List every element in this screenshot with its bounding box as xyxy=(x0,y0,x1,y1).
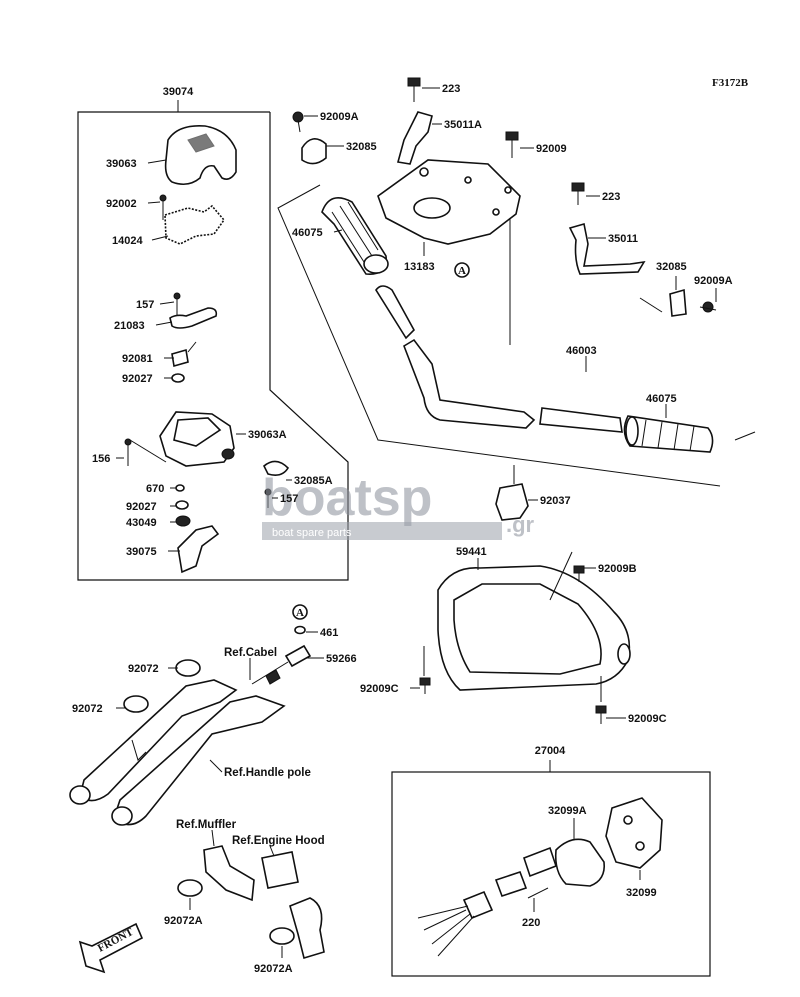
label-220: 220 xyxy=(522,917,540,929)
cover-32099A xyxy=(554,838,606,887)
label-157-a: 157 xyxy=(136,299,154,311)
watermark: boatsp .gr boat spare parts xyxy=(262,469,535,540)
label-32085A: 32085A xyxy=(294,475,333,487)
label-223-b: 223 xyxy=(602,191,620,203)
marker-a-1: A xyxy=(458,265,466,277)
label-39074: 39074 xyxy=(163,86,194,98)
plate-13183 xyxy=(377,159,521,245)
label-92009A-a: 92009A xyxy=(320,111,359,123)
label-157-b: 157 xyxy=(280,493,298,505)
bracket-21083 xyxy=(169,307,218,329)
handle-pole xyxy=(69,679,286,826)
label-461: 461 xyxy=(320,627,338,639)
label-59266: 59266 xyxy=(326,653,357,665)
cover-39063 xyxy=(164,124,237,186)
label-92009C-a: 92009C xyxy=(360,683,399,695)
label-92009B: 92009B xyxy=(598,563,637,575)
cover-59441 xyxy=(437,551,631,691)
label-92072A-a: 92072A xyxy=(164,915,203,927)
front-arrow: FRONT xyxy=(78,922,144,974)
label-43049: 43049 xyxy=(126,517,157,529)
handlebar-46003 xyxy=(375,285,623,433)
label-46003: 46003 xyxy=(566,345,597,357)
label-35011: 35011 xyxy=(608,233,638,245)
ref-muffler: Ref.Muffler xyxy=(176,819,237,831)
label-92009C-b: 92009C xyxy=(628,713,667,725)
label-21083: 21083 xyxy=(114,320,145,332)
label-92081: 92081 xyxy=(122,353,153,365)
label-92027-b: 92027 xyxy=(126,501,157,513)
label-156: 156 xyxy=(92,453,110,465)
bracket-35011A xyxy=(396,111,433,165)
part-labels: F3172B 39074 39063 92002 14024 157 21083… xyxy=(72,77,749,975)
watermark-suffix: .gr xyxy=(506,512,535,537)
label-27004: 27004 xyxy=(535,745,566,757)
label-92072-a: 92072 xyxy=(128,663,159,675)
label-223-a: 223 xyxy=(442,83,460,95)
label-46075-b: 46075 xyxy=(646,393,677,405)
label-13183: 13183 xyxy=(404,261,435,273)
muffler-hose xyxy=(203,845,255,902)
lever-39075 xyxy=(177,525,220,574)
label-92002: 92002 xyxy=(106,198,137,210)
watermark-tagline: boat spare parts xyxy=(272,527,352,539)
figure-code: F3172B xyxy=(712,77,749,89)
box-27004 xyxy=(391,771,711,977)
grommet-32085 xyxy=(301,138,327,165)
label-46075-a: 46075 xyxy=(292,227,323,239)
label-92009A-b: 92009A xyxy=(694,275,733,287)
watermark-brand: boatsp xyxy=(262,469,432,527)
label-59441: 59441 xyxy=(456,546,487,558)
label-32099A: 32099A xyxy=(548,805,587,817)
grip-46075-left xyxy=(321,196,389,275)
switch-32099 xyxy=(605,797,663,869)
label-35011A: 35011A xyxy=(444,119,482,131)
label-39075: 39075 xyxy=(126,546,157,558)
label-39063A: 39063A xyxy=(248,429,287,441)
grip-46075-right xyxy=(623,415,714,453)
label-92009: 92009 xyxy=(536,143,567,155)
label-92037: 92037 xyxy=(540,495,571,507)
label-14024: 14024 xyxy=(112,235,143,247)
engine-hood-duct xyxy=(261,851,299,889)
ref-cable: Ref.Cabel xyxy=(224,647,277,659)
gasket-14024 xyxy=(164,204,226,245)
label-32099: 32099 xyxy=(626,887,657,899)
box-39074 xyxy=(77,111,349,581)
marker-a-2: A xyxy=(296,607,304,619)
label-92072A-b: 92072A xyxy=(254,963,293,975)
label-92027-a: 92027 xyxy=(122,373,153,385)
leader-lines xyxy=(116,87,717,958)
label-670: 670 xyxy=(146,483,164,495)
handlebar-bracket xyxy=(277,184,721,487)
bracket-35011 xyxy=(568,222,646,275)
label-92072-b: 92072 xyxy=(72,703,103,715)
clamp-92037 xyxy=(495,483,529,521)
label-32085-a: 32085 xyxy=(346,141,377,153)
ref-handle-pole: Ref.Handle pole xyxy=(224,767,311,779)
label-39063: 39063 xyxy=(106,158,137,170)
ref-engine-hood: Ref.Engine Hood xyxy=(232,835,325,847)
label-32085-b: 32085 xyxy=(656,261,687,273)
